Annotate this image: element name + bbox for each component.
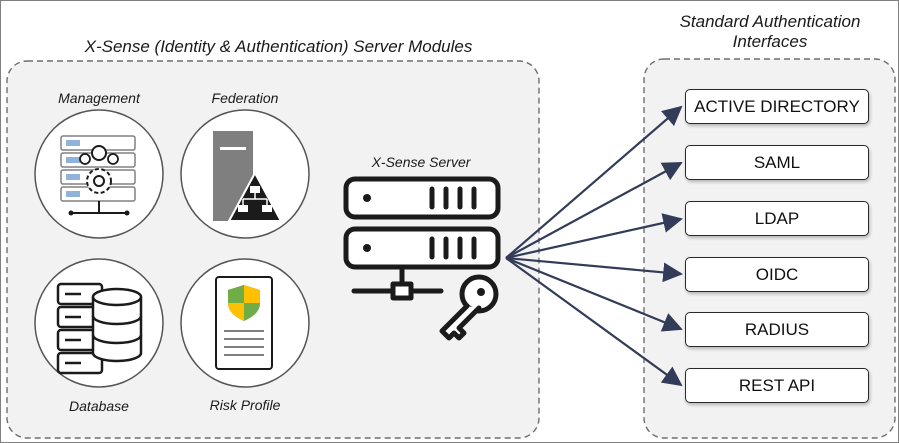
federation-server-network-icon	[213, 131, 283, 222]
management-label: Management	[58, 90, 140, 106]
arrow-radius	[505, 256, 683, 332]
interface-active-directory: ACTIVE DIRECTORY	[685, 89, 869, 124]
database-label: Database	[69, 398, 129, 414]
management-module	[34, 109, 164, 239]
interface-saml: SAML	[685, 145, 869, 180]
interface-rest-api: REST API	[685, 368, 869, 403]
arrow-saml	[505, 162, 683, 259]
management-server-users-gear-icon	[60, 135, 136, 216]
database-server-icon	[56, 282, 143, 375]
risk-profile-module	[180, 258, 310, 388]
risk-profile-label: Risk Profile	[209, 397, 281, 413]
arrow-ldap	[505, 213, 683, 260]
federation-module	[180, 109, 310, 239]
interface-ldap: LDAP	[685, 201, 869, 236]
interface-radius: RADIUS	[685, 312, 869, 347]
federation-label: Federation	[211, 90, 279, 106]
arrow-active-directory	[505, 105, 683, 259]
risk-profile-document-shield-icon	[215, 276, 273, 370]
arrow-oidc	[505, 256, 683, 283]
database-module	[34, 258, 164, 388]
connection-arrows	[505, 105, 683, 387]
modules-panel-title: X-Sense (Identity & Authentication) Serv…	[84, 37, 473, 56]
interface-oidc: OIDC	[685, 257, 869, 292]
interfaces-panel-title: Standard Authentication Interfaces	[679, 12, 861, 51]
server-with-key-icon	[343, 176, 501, 341]
arrow-rest-api	[505, 257, 683, 387]
server-label: X-Sense Server	[371, 154, 471, 170]
